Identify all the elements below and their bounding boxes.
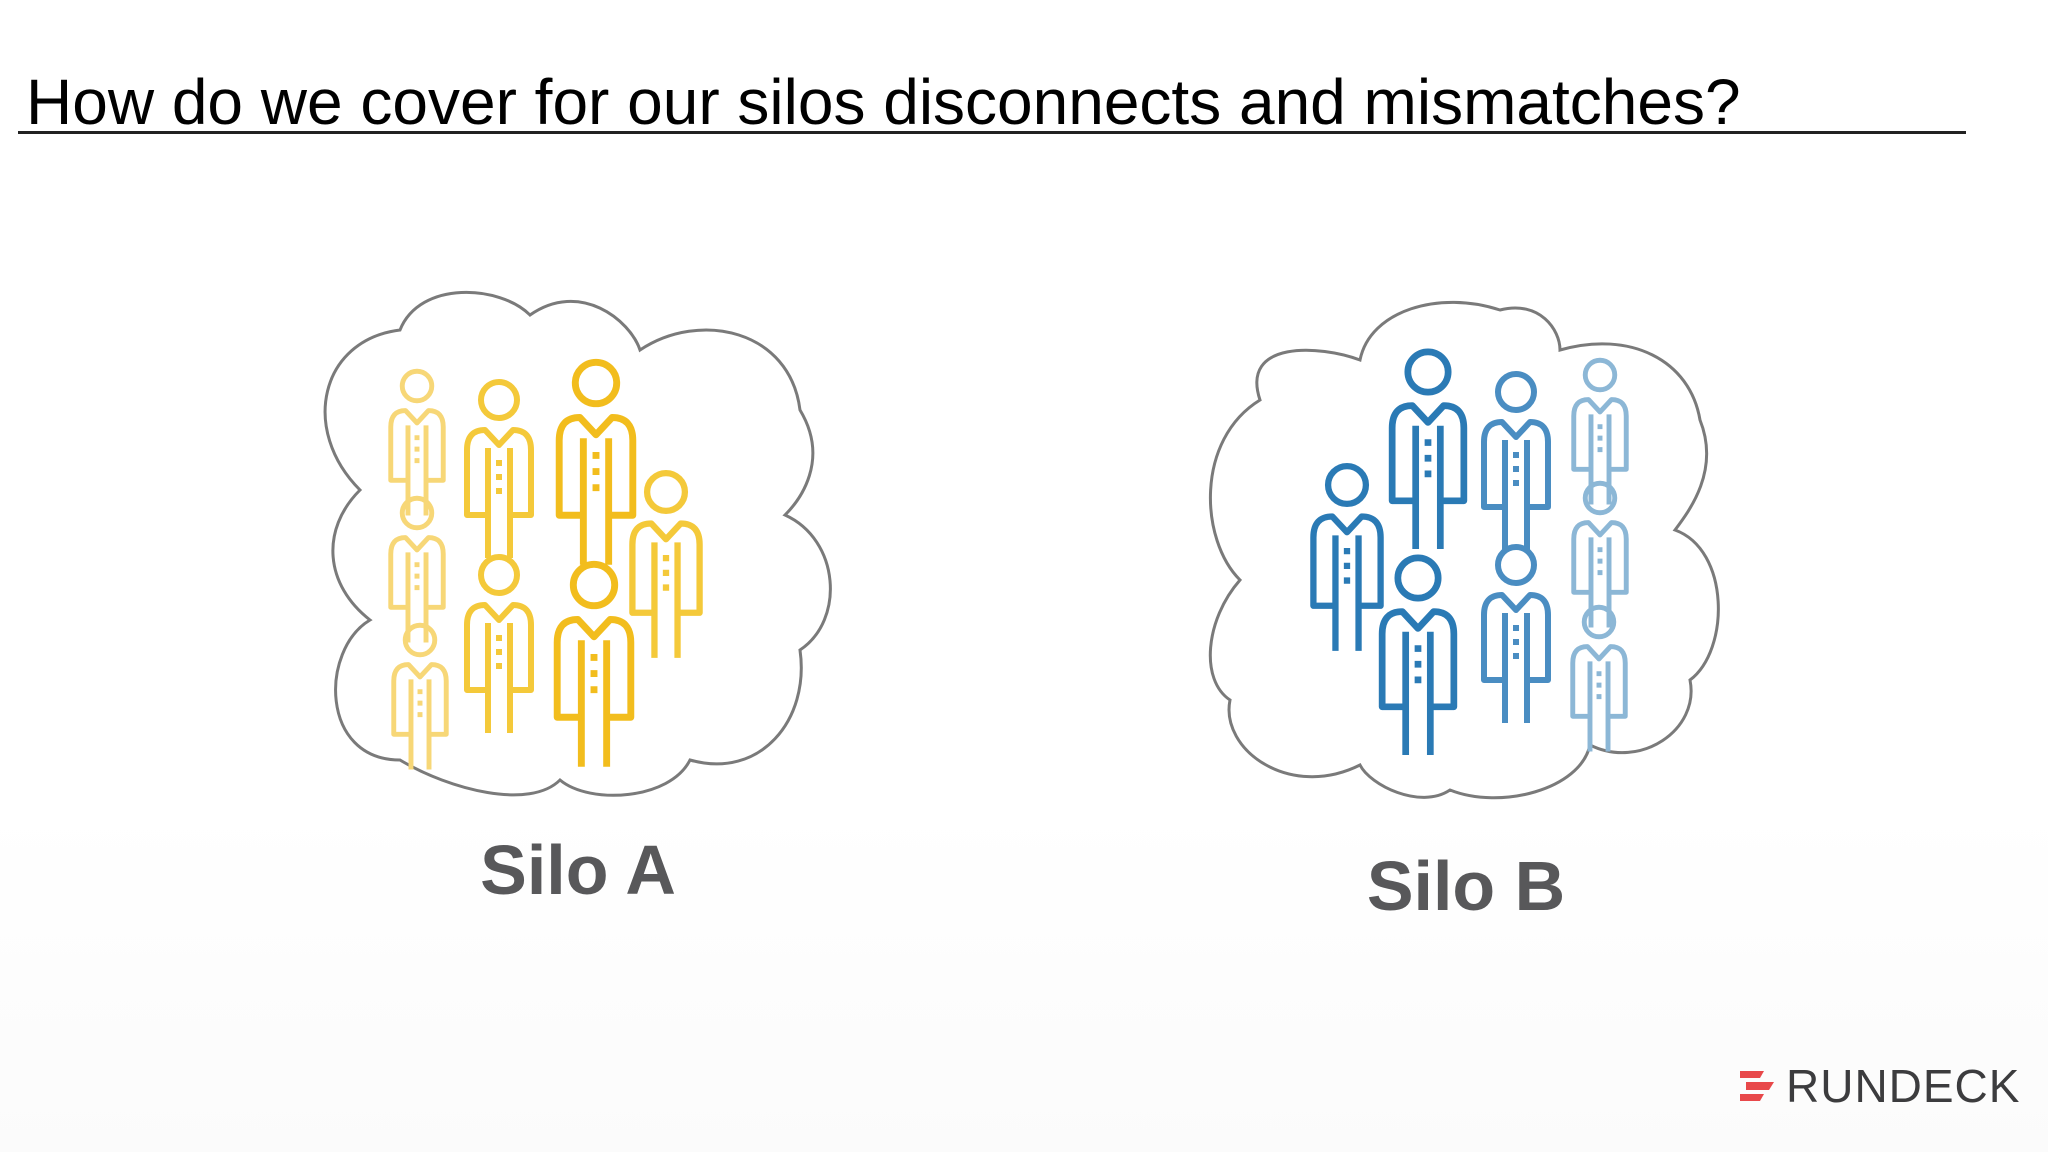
silo-a-label: Silo A [480, 831, 676, 909]
rundeck-mark-icon [1740, 1071, 1774, 1101]
rundeck-wordmark: RUNDECK [1786, 1060, 2021, 1112]
cloud-outline-icon [323, 291, 832, 797]
silo-b-label: Silo B [1366, 847, 1566, 925]
silo-b-cloud [1208, 300, 1720, 800]
title-underline [18, 131, 1966, 134]
slide-title: How do we cover for our silos disconnect… [26, 66, 1741, 138]
cloud-outline-icon [1208, 300, 1720, 800]
rundeck-logo: RUNDECK [1738, 1062, 2020, 1110]
silo-a-cloud [323, 291, 832, 797]
